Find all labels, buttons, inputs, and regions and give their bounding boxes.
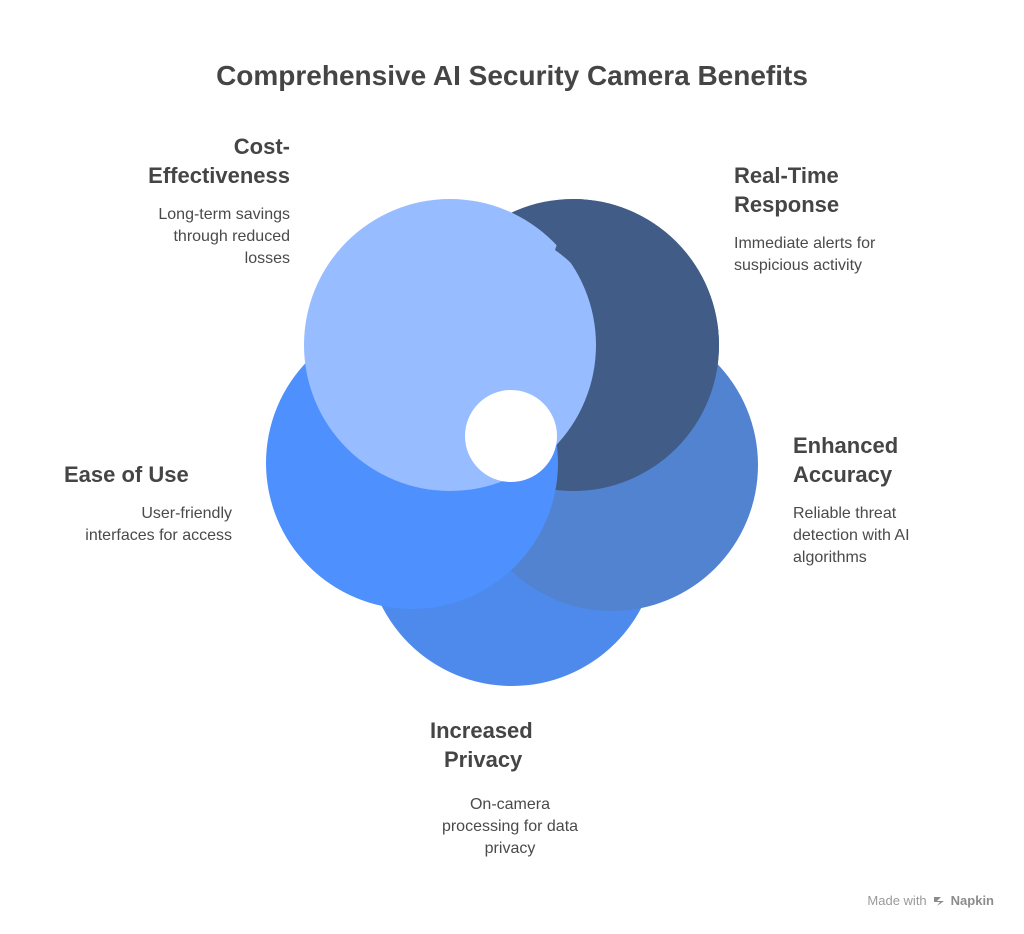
- made-with-text: Made with: [867, 893, 927, 908]
- privacy-title: Increased Privacy: [430, 718, 533, 772]
- cost-title: Cost- Effectiveness: [148, 134, 290, 188]
- accuracy-description: Reliable threat detection with AI algori…: [793, 505, 910, 566]
- realtime-description: Immediate alerts for suspicious activity: [734, 235, 876, 274]
- label-privacy: Increased Privacy On-camera processing f…: [370, 716, 600, 860]
- realtime-title: Real-Time Response: [734, 163, 840, 217]
- napkin-logo-icon: [933, 896, 944, 906]
- ease-description: User-friendly interfaces for access: [85, 505, 232, 544]
- made-with-napkin-badge[interactable]: Made with Napkin: [867, 893, 994, 908]
- label-realtime: Real-Time Response Immediate alerts for …: [734, 161, 964, 277]
- accuracy-title: Enhanced Accuracy: [793, 433, 899, 487]
- label-ease: Ease of Use User-friendly interfaces for…: [64, 460, 232, 547]
- page-title: Comprehensive AI Security Camera Benefit…: [216, 60, 808, 91]
- ease-title: Ease of Use: [64, 462, 189, 487]
- label-cost: Cost- Effectiveness Long-term savings th…: [60, 132, 290, 270]
- label-accuracy: Enhanced Accuracy Reliable threat detect…: [793, 431, 1023, 569]
- cost-description: Long-term savings through reduced losses: [158, 206, 290, 267]
- privacy-description: On-camera processing for data privacy: [441, 796, 579, 857]
- napkin-brand-text: Napkin: [950, 893, 994, 908]
- petal-realtime-overlap: [555, 199, 719, 491]
- center-hole: [465, 390, 557, 482]
